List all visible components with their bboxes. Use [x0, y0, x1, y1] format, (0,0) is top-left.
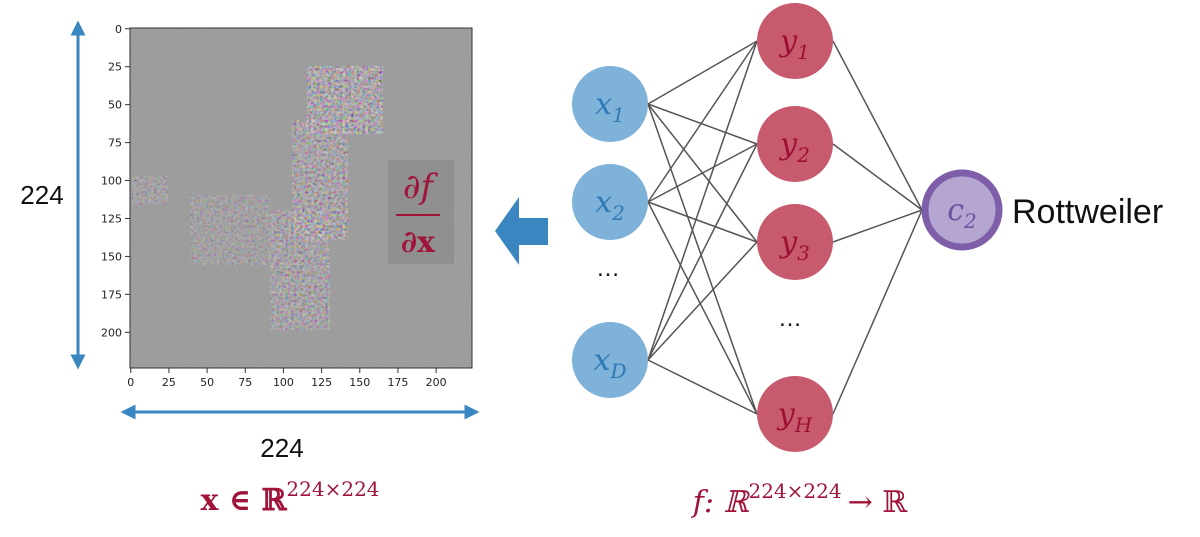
gradient-fraction: ∂f ∂x — [388, 160, 454, 264]
output-node-c2: c2 — [921, 169, 1003, 251]
input-ellipsis: … — [596, 255, 620, 282]
svg-text:y3: y3 — [778, 225, 810, 265]
y-tick-label: 125 — [101, 212, 122, 225]
height-label: 224 — [20, 180, 63, 210]
svg-text:xD: xD — [594, 343, 627, 383]
network-edge — [832, 209, 923, 415]
output-class-label: Rottweiler — [1012, 193, 1163, 231]
x-tick-label: 125 — [311, 376, 332, 389]
svg-text:x2: x2 — [595, 185, 625, 225]
function-lhs: f: ℝ — [691, 485, 751, 520]
x-tick-label: 75 — [238, 376, 252, 389]
y-axis-ticks: 0 25 50 75 100 125 150 175 200 — [101, 23, 130, 339]
x-tick-label: 150 — [349, 376, 370, 389]
x-tick-label: 0 — [127, 376, 134, 389]
network-edge — [647, 201, 758, 243]
network-edge — [832, 209, 923, 243]
function-definition: f: ℝ224×224 → ℝ — [691, 479, 908, 520]
y-tick-label: 75 — [108, 137, 122, 150]
svg-text:c2: c2 — [947, 193, 977, 233]
x-tick-label: 200 — [426, 376, 447, 389]
y-tick-label: 100 — [101, 175, 122, 188]
y-tick-label: 200 — [101, 326, 122, 339]
svg-text:y2: y2 — [778, 127, 810, 167]
x-tick-label: 175 — [387, 376, 408, 389]
network-edge — [647, 143, 758, 203]
width-label: 224 — [260, 433, 303, 463]
y-tick-label: 150 — [101, 250, 122, 263]
x-axis-ticks: 0 25 50 75 100 125 150 175 200 — [127, 368, 447, 389]
backward-arrow-icon — [495, 197, 548, 265]
network-edge — [647, 40, 758, 361]
x-tick-label: 25 — [162, 376, 176, 389]
network-edge — [647, 201, 758, 415]
input-space-label: x ∈ ℝ224×224 — [200, 477, 379, 518]
network-edges — [647, 40, 923, 415]
x-tick-label: 100 — [273, 376, 294, 389]
network-edge — [647, 103, 758, 415]
svg-text:y1: y1 — [778, 24, 810, 64]
hidden-ellipsis: … — [778, 305, 802, 332]
hidden-node-yH: yH — [757, 376, 833, 452]
network-edge — [832, 40, 923, 211]
y-tick-label: 50 — [108, 99, 122, 112]
hidden-node-y2: y2 — [757, 106, 833, 182]
gradient-denominator: ∂x — [401, 225, 436, 260]
x-tick-label: 50 — [200, 376, 214, 389]
network-edge — [647, 103, 758, 145]
y-tick-label: 0 — [115, 23, 122, 36]
y-tick-label: 175 — [101, 288, 122, 301]
function-exponent: 224×224 — [748, 479, 841, 503]
y-tick-label: 25 — [108, 61, 122, 74]
network-edge — [647, 40, 758, 203]
svg-text:x1: x1 — [595, 87, 625, 127]
network-edge — [832, 143, 923, 211]
function-rhs: → ℝ — [848, 485, 909, 520]
input-space-base: x ∈ ℝ — [200, 483, 287, 518]
svg-text:yH: yH — [776, 397, 813, 437]
input-space-exponent: 224×224 — [286, 477, 379, 501]
hidden-node-y1: y1 — [757, 3, 833, 79]
input-node-x1: x1 — [572, 66, 648, 142]
input-node-xD: xD — [572, 322, 648, 398]
image-frame — [129, 27, 473, 369]
network-edge — [647, 241, 758, 361]
network-edge — [647, 359, 758, 415]
input-node-x2: x2 — [572, 164, 648, 240]
hidden-node-y3: y3 — [757, 204, 833, 280]
gradient-numerator: ∂f — [403, 167, 439, 207]
network-edge — [647, 143, 758, 361]
network-edge — [647, 40, 758, 105]
